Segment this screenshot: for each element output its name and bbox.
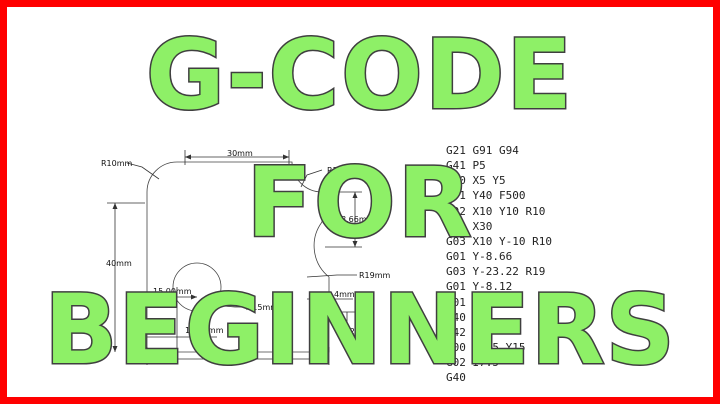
- dim-height-40: 40mm: [106, 259, 132, 268]
- dim-width-4: 4mm: [334, 290, 355, 299]
- dim-height-866: 8.66mm: [341, 215, 375, 224]
- title-line-beginners: BEGINNERS: [43, 274, 677, 386]
- title-line-for: FOR: [245, 147, 474, 259]
- dim-diameter-15: Ø15mm: [246, 302, 278, 312]
- gcode-line: G21 G91 G94: [446, 144, 519, 157]
- circle-hole: [172, 262, 222, 312]
- gcode-line: G42 P5: [446, 325, 486, 339]
- gcode-line: G02 I7.5: [446, 356, 499, 370]
- gcode-line: G40: [446, 371, 466, 385]
- cnc-part-drawing: R10mm 30mm R10mm 8.66mm 40mm R19mm 15.00…: [101, 149, 391, 365]
- dim-r10-right: R10mm: [327, 166, 359, 175]
- gcode-line: G01 Y-8.12: [446, 280, 513, 294]
- gcode-line: G03 Y-23.22 R19: [446, 265, 546, 279]
- dim-r19: R19mm: [359, 271, 391, 280]
- dim-height-812: 8.12mm: [337, 327, 371, 336]
- gcode-line: G03 X10 Y-10 R10: [446, 234, 552, 248]
- gcode-line: G00 X7.5 Y15: [446, 341, 526, 355]
- gcode-listing: G21 G91 G94 G41 P5 G00 X5 Y5 G01 Y40 F50…: [446, 143, 552, 386]
- title-line-gcode: G-CODE: [145, 19, 574, 131]
- dim-width-50: 50mm: [228, 350, 254, 359]
- gcode-line: G00 X5 Y5: [446, 174, 506, 188]
- gcode-line: G41 P5: [446, 159, 486, 173]
- gcode-line: G01 X30: [446, 219, 493, 233]
- dimension-arrows: [112, 154, 358, 362]
- gcode-line: G02 X10 Y10 R10: [446, 204, 546, 218]
- gcode-line: G01 X-50: [446, 295, 499, 309]
- dim-width-30: 30mm: [227, 149, 253, 158]
- gcode-line: G40: [446, 310, 466, 324]
- gcode-line: G01 Y40 F500: [446, 189, 526, 203]
- dimension-lines: [107, 150, 362, 365]
- dim-r10-left: R10mm: [101, 159, 133, 168]
- gcode-line: G01 Y-8.66: [446, 250, 513, 264]
- dim-offset-15-b: 15.00mm: [185, 326, 224, 335]
- dim-offset-15-a: 15.00mm: [153, 287, 192, 296]
- part-outline: [146, 161, 330, 353]
